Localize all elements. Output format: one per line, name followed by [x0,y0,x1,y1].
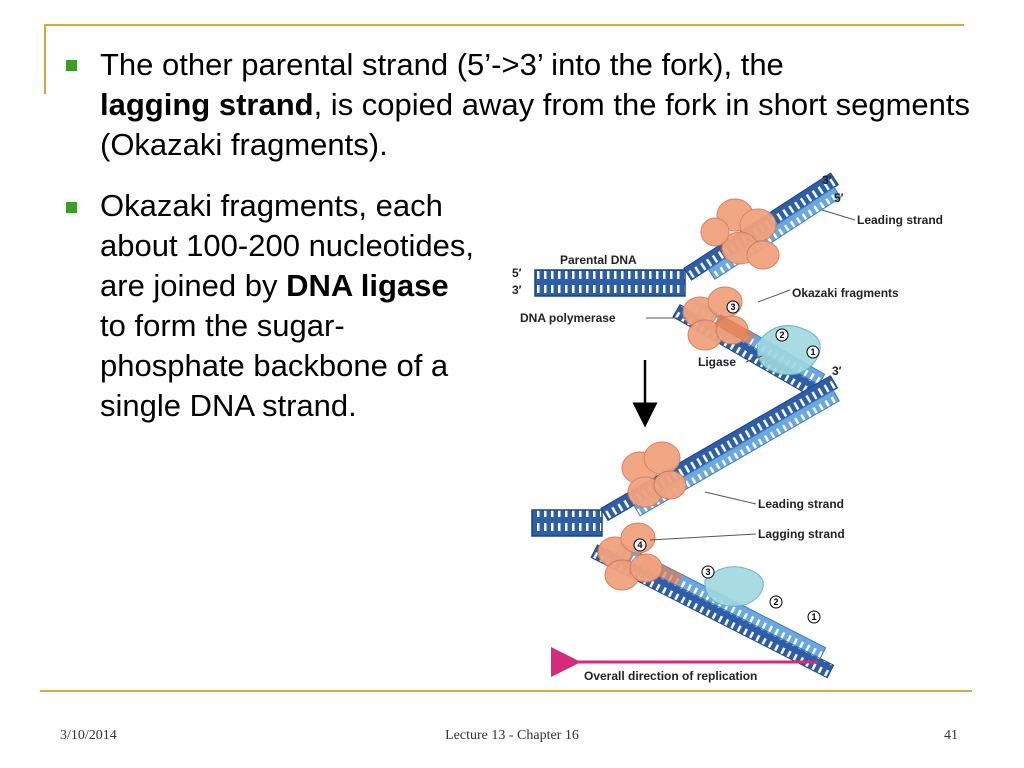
replication-fork-diagram: 3 2 1 3′ 5′ Leading strand Parental DNA … [512,172,943,683]
bullet-marker-1 [66,60,77,71]
ligase-shape [756,325,821,376]
bottom-fragment-num-4: 4 [637,540,642,550]
footer-lecture: Lecture 13 - Chapter 16 [445,728,579,743]
label-overall-direction: Overall direction of replication [584,669,757,683]
label-ligase: Ligase [698,355,736,369]
bullet-text-1: The other parental strand (5’->3’ into t… [100,45,980,165]
bottom-fragment-num-3: 3 [705,567,710,577]
bottom-fork: 4 3 2 1 Leading strand Lagging strand Ov… [531,375,845,683]
bottom-fragment-num-2: 2 [773,597,778,607]
bullet-2-part1: Okazaki fragments, each about 100-200 nu… [100,188,475,303]
bullet-marker-2 [66,202,77,213]
label-lagging-strand: Lagging strand [758,527,845,541]
bullet-1-part2: , is copied away from the fork in short … [100,87,971,162]
bullet-text-2: Okazaki fragments, each about 100-200 nu… [100,186,480,426]
label-parental-dna: Parental DNA [560,253,637,267]
top-fork: 3 2 1 3′ 5′ Leading strand Parental DNA … [512,172,943,405]
label-3prime-left: 3′ [512,283,522,297]
parental-duplex-top [534,269,686,297]
label-5prime-top: 5′ [834,191,844,205]
label-okazaki-fragments: Okazaki fragments [792,286,899,300]
ligase-shape-bottom [704,566,764,607]
polymerase-top [700,198,780,270]
bullet-2-part2: to form the sugar-phosphate backbone of … [100,308,449,423]
label-leading-strand-bottom: Leading strand [758,497,844,511]
frame-top-line [44,24,964,26]
label-3prime-bottom: 3′ [832,364,842,378]
top-fragment-num-3: 3 [730,302,735,312]
bullet-1-part1: The other parental strand (5’->3’ into t… [100,47,784,82]
polymerase-lower [682,286,749,351]
footer-page-number: 41 [944,728,958,743]
label-5prime-left: 5′ [512,266,522,280]
top-fragment-num-2: 2 [779,330,784,340]
polymerase-bottom-upper [621,441,687,508]
polymerase-bottom-lower [597,522,663,591]
bullet-1-bold: lagging strand [100,87,314,122]
bullet-2-bold: DNA ligase [286,268,449,303]
label-3prime-top: 3′ [822,173,832,187]
label-dna-polymerase: DNA polymerase [520,311,616,325]
footer-date: 3/10/2014 [60,728,117,743]
bottom-fragment-num-1: 1 [811,612,816,622]
frame-bottom-line [40,690,972,692]
frame-left-line [44,24,46,94]
top-fragment-num-1: 1 [810,347,815,357]
parental-duplex-bottom [531,509,603,537]
label-leading-strand-top: Leading strand [857,213,943,227]
